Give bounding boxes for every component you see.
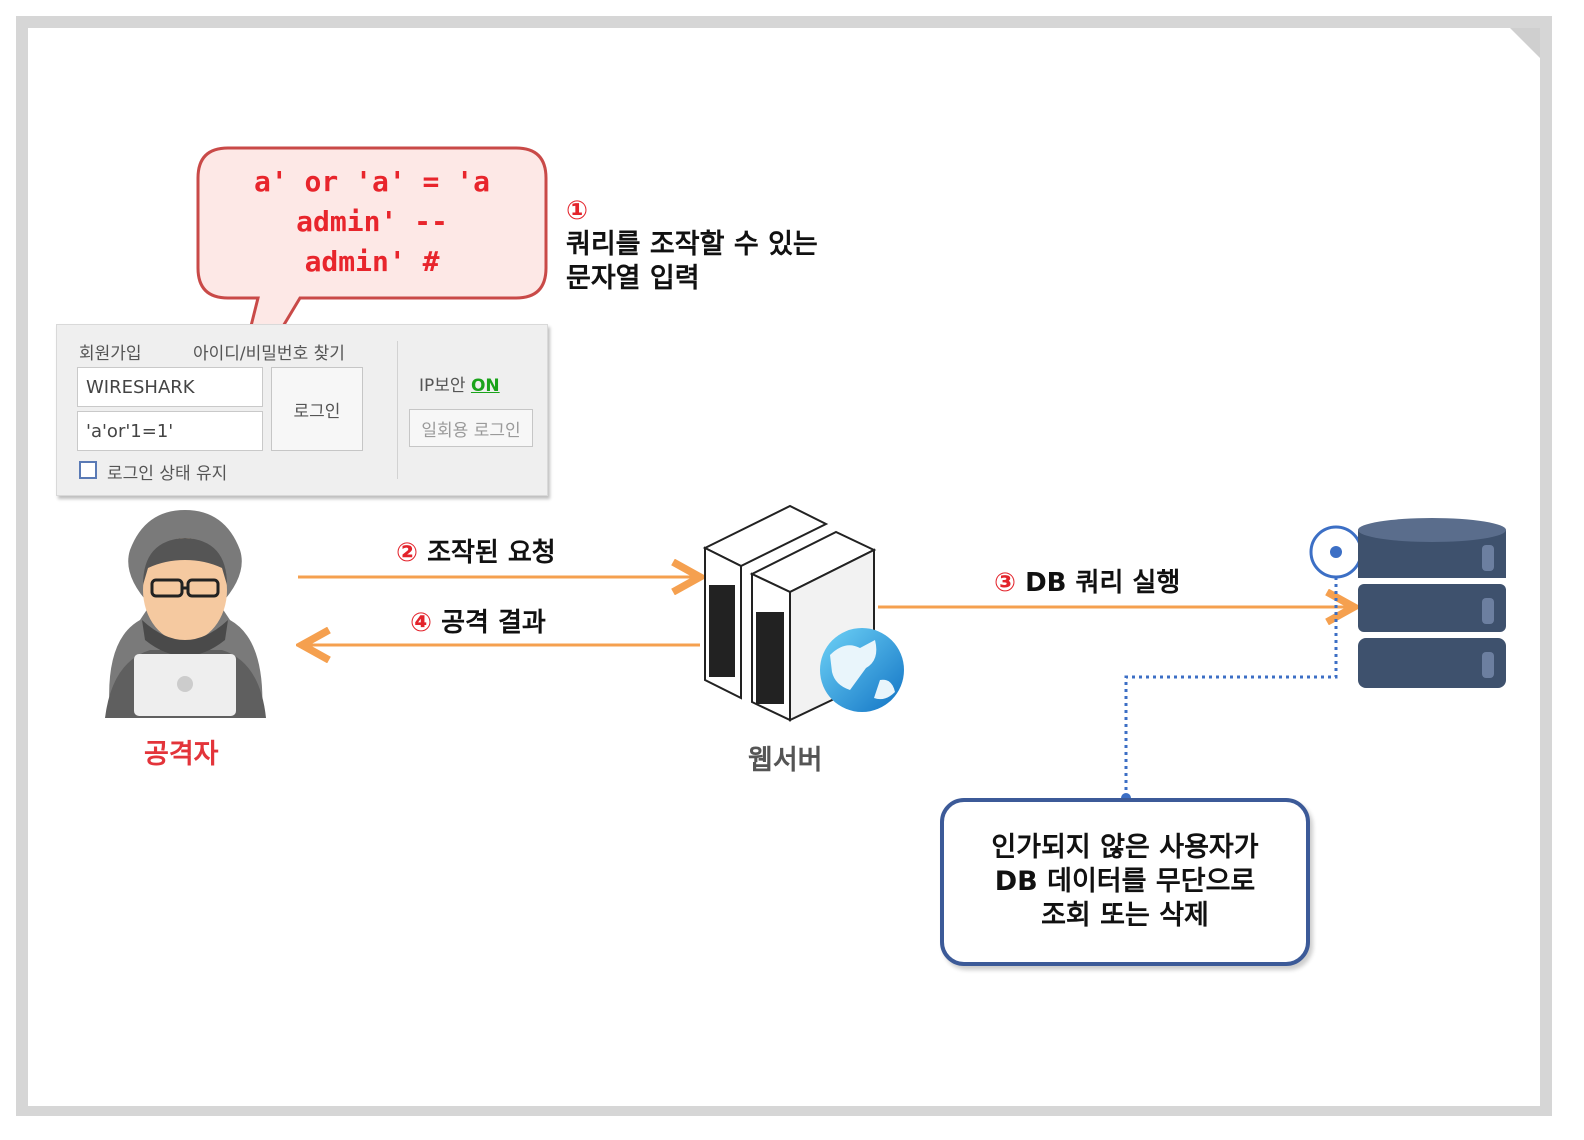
- keep-login-checkbox[interactable]: [79, 461, 97, 479]
- payload-line-1: a' or 'a' = 'a: [253, 165, 490, 198]
- server-icon: [702, 504, 904, 722]
- request-number: ②: [396, 538, 419, 568]
- connector-dot: [1330, 546, 1342, 558]
- attacker-label: 공격자: [144, 739, 219, 770]
- page-fold-corner: [1510, 28, 1540, 58]
- sql-injection-payloads: a' or 'a' = 'a admin' -- admin' #: [200, 162, 544, 282]
- ip-security-label: IP보안: [419, 376, 466, 396]
- ip-security-toggle[interactable]: ON: [470, 376, 500, 396]
- keep-login-label: 로그인 상태 유지: [107, 464, 228, 484]
- payload-line-3: admin' #: [304, 245, 440, 278]
- database-icon: [1358, 518, 1506, 688]
- panel-divider: [397, 341, 398, 479]
- request-label: ② 조작된 요청: [396, 532, 556, 569]
- result-label: ④ 공격 결과: [410, 602, 546, 639]
- request-text: 조작된 요청: [427, 538, 556, 568]
- find-account-link[interactable]: 아이디/비밀번호 찾기: [193, 344, 345, 364]
- step1-line-2: 문자열 입력: [566, 263, 700, 294]
- payload-line-2: admin' --: [296, 205, 448, 238]
- step1-line-1: 쿼리를 조작할 수 있는: [566, 229, 818, 260]
- login-button[interactable]: 로그인: [271, 367, 363, 451]
- signup-link[interactable]: 회원가입: [79, 344, 142, 364]
- ip-security-row: IP보안 ON: [419, 371, 500, 396]
- result-number: ④: [410, 608, 433, 638]
- password-input[interactable]: 'a'or'1=1': [77, 411, 263, 451]
- impact-note-text: 인가되지 않은 사용자가 DB 데이터를 무단으로 조회 또는 삭제: [991, 832, 1259, 931]
- dotted-connector: [1124, 556, 1338, 798]
- impact-note-box: 인가되지 않은 사용자가 DB 데이터를 무단으로 조회 또는 삭제: [940, 798, 1310, 966]
- db-query-number: ③: [994, 568, 1017, 598]
- db-query-text: DB 쿼리 실행: [1025, 568, 1181, 598]
- id-input[interactable]: WIRESHARK: [77, 367, 263, 407]
- web-server-label: 웹서버: [748, 745, 823, 776]
- one-time-login-button[interactable]: 일회용 로그인: [409, 409, 533, 447]
- hacker-icon: [105, 510, 266, 718]
- step1-caption: ① 쿼리를 조작할 수 있는 문자열 입력: [566, 194, 818, 296]
- login-panel: 회원가입 아이디/비밀번호 찾기 WIRESHARK 'a'or'1=1' 로그…: [56, 324, 548, 496]
- db-query-label: ③ DB 쿼리 실행: [994, 562, 1180, 599]
- step1-number: ①: [566, 196, 589, 226]
- result-text: 공격 결과: [441, 608, 546, 638]
